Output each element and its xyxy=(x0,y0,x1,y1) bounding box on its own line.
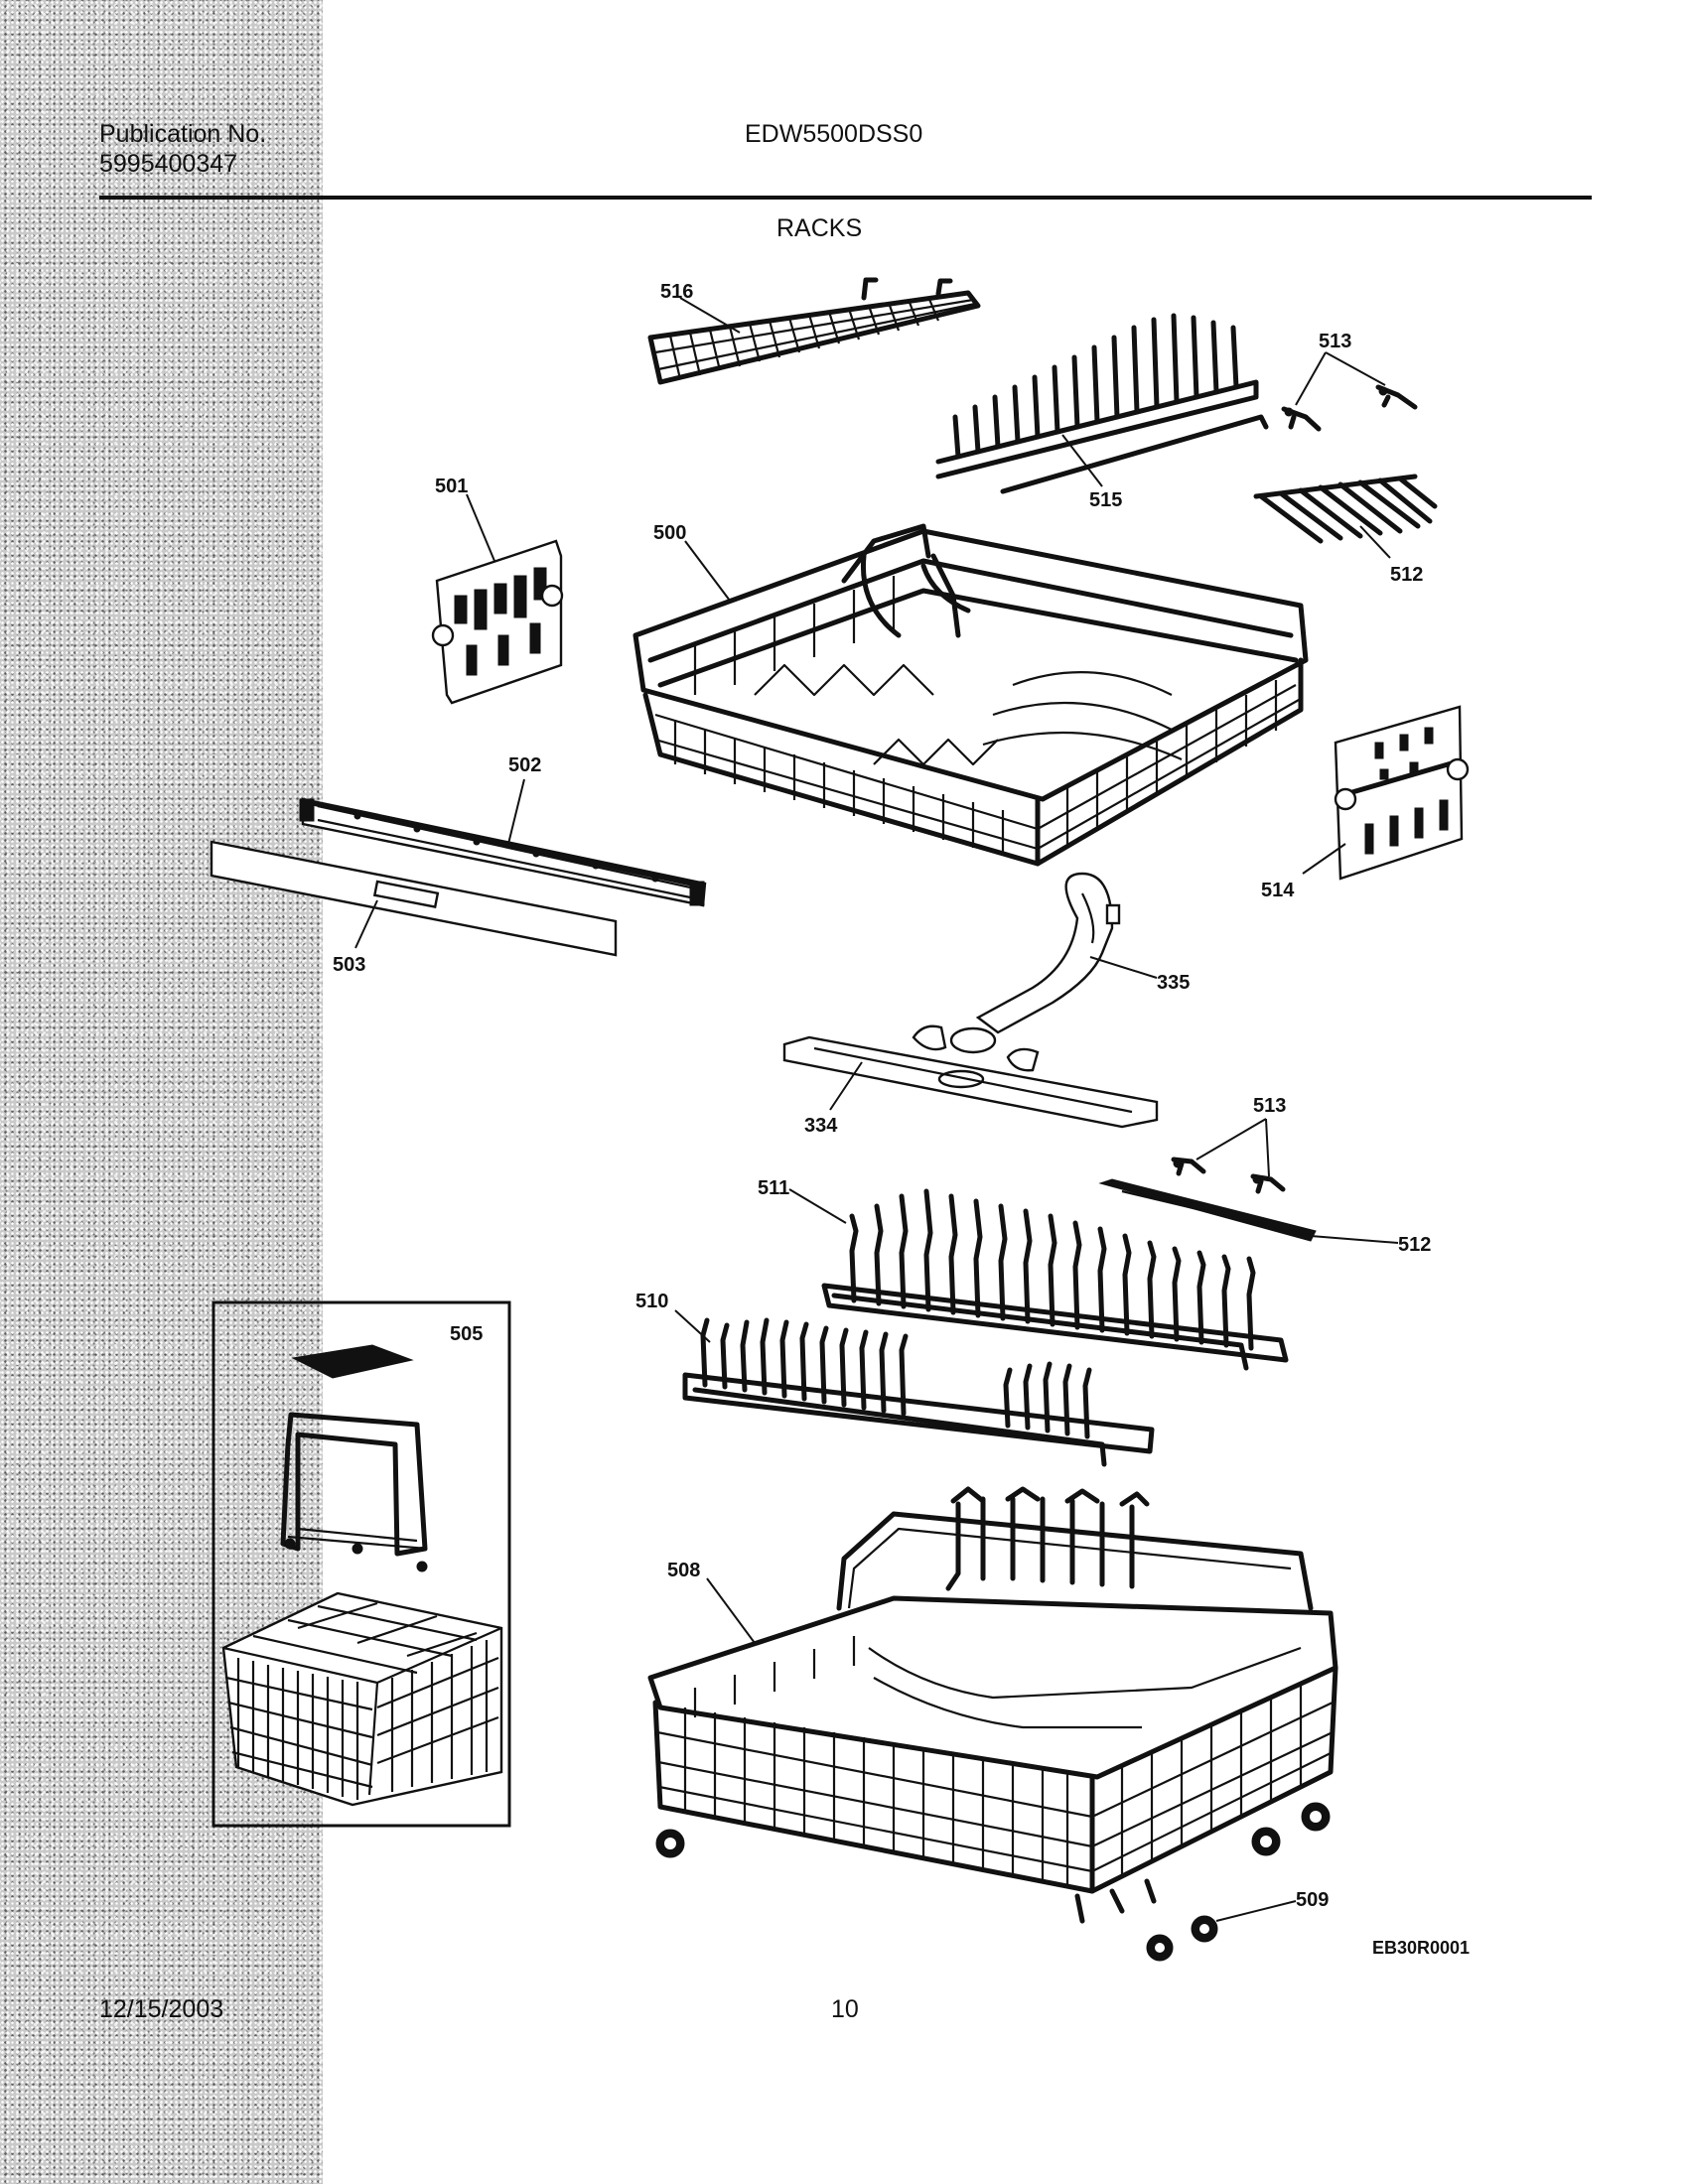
rack-front-rail-part xyxy=(299,797,707,907)
callout-505: 505 xyxy=(450,1323,483,1345)
upper-clips-part xyxy=(1281,384,1418,432)
callout-502: 502 xyxy=(508,754,541,776)
callout-335: 335 xyxy=(1157,972,1190,994)
section-title: RACKS xyxy=(776,214,862,242)
lower-tine-row-511-part xyxy=(821,1188,1289,1371)
silverware-basket-part xyxy=(221,1344,503,1807)
callout-514: 514 xyxy=(1261,880,1295,901)
spray-arm-feed-tube-part xyxy=(912,872,1121,1072)
upper-rack-part xyxy=(633,523,1309,867)
callout-515: 515 xyxy=(1089,489,1122,511)
speckled-margin xyxy=(0,0,323,2184)
callout-510: 510 xyxy=(635,1291,668,1312)
callout-512-lower: 512 xyxy=(1398,1234,1431,1256)
lower-flip-tine-part xyxy=(1098,1178,1317,1242)
publication-label: Publication No. xyxy=(99,120,267,148)
cup-shelf-part xyxy=(647,277,981,385)
callout-501: 501 xyxy=(435,476,468,497)
lower-clips-part xyxy=(1171,1157,1286,1194)
callout-513-upper: 513 xyxy=(1319,331,1351,352)
header-rule xyxy=(99,196,1592,200)
silverware-basket-detail-box xyxy=(211,1300,511,1828)
lower-tine-row-510-part xyxy=(682,1317,1155,1467)
publication-number: 5995400347 xyxy=(99,150,238,178)
callout-503: 503 xyxy=(333,954,365,976)
upper-tine-row-part xyxy=(935,313,1269,494)
footer-page-number: 10 xyxy=(831,1995,859,2023)
rack-adjuster-bracket-left xyxy=(431,539,564,705)
callout-508: 508 xyxy=(667,1560,700,1581)
callout-513-lower: 513 xyxy=(1253,1095,1286,1117)
rack-wheels-part xyxy=(1146,1915,1218,1962)
callout-511: 511 xyxy=(758,1177,789,1199)
callout-334: 334 xyxy=(804,1115,838,1137)
callout-509: 509 xyxy=(1296,1889,1329,1911)
model-number: EDW5500DSS0 xyxy=(745,120,923,148)
lower-spray-arm-part xyxy=(782,1035,1159,1129)
rack-nameplate-part xyxy=(210,840,618,957)
footer-date: 12/15/2003 xyxy=(99,1995,224,2023)
callout-512-upper: 512 xyxy=(1390,564,1423,586)
callout-500: 500 xyxy=(653,522,686,544)
rack-adjuster-bracket-right xyxy=(1334,705,1470,881)
upper-flip-tine-part xyxy=(1253,474,1438,544)
illustration-code: EB30R0001 xyxy=(1372,1938,1470,1958)
lower-rack-part xyxy=(647,1486,1338,1924)
callout-516: 516 xyxy=(660,281,693,303)
